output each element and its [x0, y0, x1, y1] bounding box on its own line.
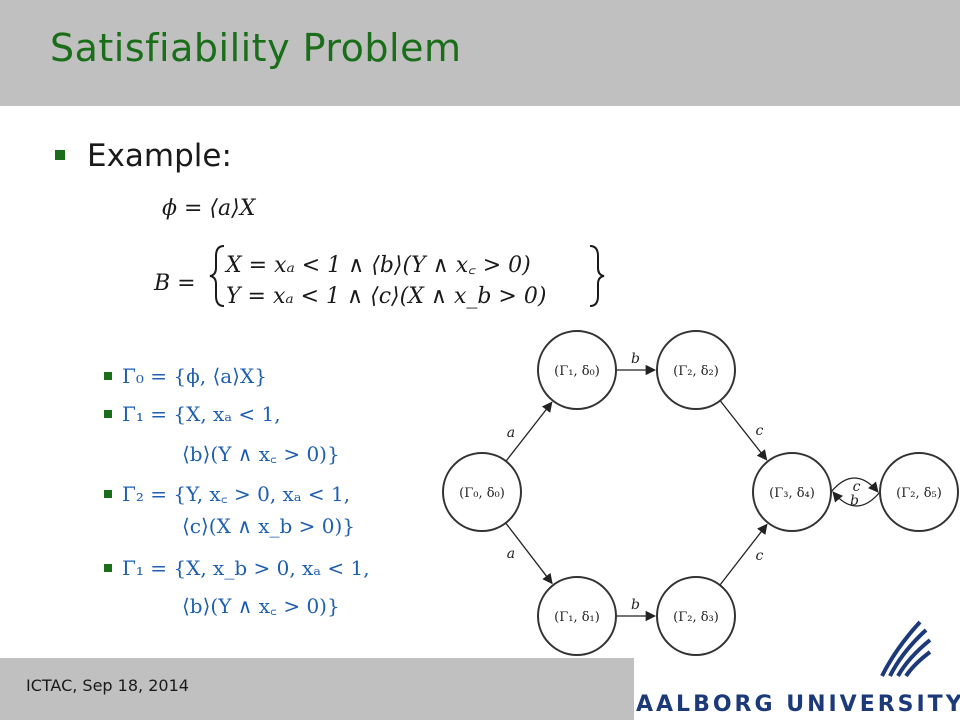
state-node-label: (Γ₂, δ₅) [896, 486, 942, 501]
gamma-item-2-line2: ⟨c⟩(X ∧ x_b > 0)} [182, 514, 356, 538]
state-node-n2 [656, 330, 736, 410]
edge-n4-n3 [832, 491, 881, 507]
square-bullet-icon [104, 409, 112, 418]
gamma-item-1: Γ₁ = {X, xₐ < 1, [104, 402, 281, 426]
left-brace-icon [209, 245, 225, 307]
state-node-label: (Γ₁, δ₀) [554, 364, 600, 379]
square-bullet-icon [55, 149, 65, 160]
gamma-item-2: Γ₂ = {Y, x꜀ > 0, xₐ < 1, [104, 480, 350, 507]
edge-label: a [507, 425, 515, 441]
slide-title: Satisfiability Problem [50, 26, 462, 70]
edge-label: b [631, 351, 640, 367]
phi-formula: ϕ = ⟨a⟩X [162, 196, 256, 221]
edge-label: b [631, 597, 640, 613]
example-bullet: Example: [55, 138, 232, 174]
square-bullet-icon [104, 563, 112, 572]
state-node-n6 [656, 576, 736, 656]
b-equation-1: X = xₐ < 1 ∧ ⟨b⟩(Y ∧ x꜀ > 0) [226, 253, 531, 278]
example-label: Example: [87, 138, 232, 174]
gamma-item-1-line2: ⟨b⟩(Y ∧ x꜀ > 0)} [182, 442, 340, 466]
university-logo-icon [880, 620, 932, 678]
state-node-n3 [752, 452, 832, 532]
state-node-n4 [879, 452, 959, 532]
state-node-label: (Γ₂, δ₃) [673, 610, 719, 625]
edge-n6-n3 [719, 523, 768, 586]
b-equation-2: Y = xₐ < 1 ∧ ⟨c⟩(X ∧ x_b > 0) [226, 284, 547, 309]
state-node-label: (Γ₀, δ₀) [459, 486, 505, 501]
gamma-item-3: Γ₁ = {X, x_b > 0, xₐ < 1, [104, 556, 370, 580]
edge-label: b [850, 493, 859, 509]
gamma-item-0-line1: Γ₀ = {ϕ, ⟨a⟩X} [122, 364, 267, 388]
header-bar [0, 0, 960, 106]
edge-n3-n4 [830, 477, 879, 493]
university-name: AALBORG UNIVERSITY [636, 692, 960, 717]
edge-label: a [507, 546, 515, 562]
footer-date: ICTAC, Sep 18, 2014 [26, 676, 189, 695]
edge-label: c [853, 479, 861, 495]
square-bullet-icon [104, 371, 112, 380]
footer-bar [0, 658, 634, 720]
edge-n0-n5 [505, 522, 553, 585]
state-node-n1 [537, 330, 617, 410]
edge-n0-n1 [505, 401, 553, 462]
edge-n2-n3 [719, 400, 768, 461]
state-node-label: (Γ₃, δ₄) [769, 486, 815, 501]
right-brace-icon [589, 245, 605, 307]
gamma-item-2-line1: Γ₂ = {Y, x꜀ > 0, xₐ < 1, [122, 482, 351, 506]
gamma-item-0: Γ₀ = {ϕ, ⟨a⟩X} [104, 364, 267, 388]
state-node-label: (Γ₁, δ₁) [554, 610, 600, 625]
edge-label: c [755, 423, 763, 439]
gamma-item-3-line1: Γ₁ = {X, x_b > 0, xₐ < 1, [122, 556, 370, 580]
b-label: B = [154, 271, 196, 296]
gamma-item-1-line1: Γ₁ = {X, xₐ < 1, [122, 402, 281, 426]
state-node-label: (Γ₂, δ₂) [673, 364, 719, 379]
state-node-n5 [537, 576, 617, 656]
state-node-n0 [442, 452, 522, 532]
edge-label: c [755, 548, 763, 564]
gamma-item-3-line2: ⟨b⟩(Y ∧ x꜀ > 0)} [182, 594, 340, 618]
square-bullet-icon [104, 489, 112, 498]
